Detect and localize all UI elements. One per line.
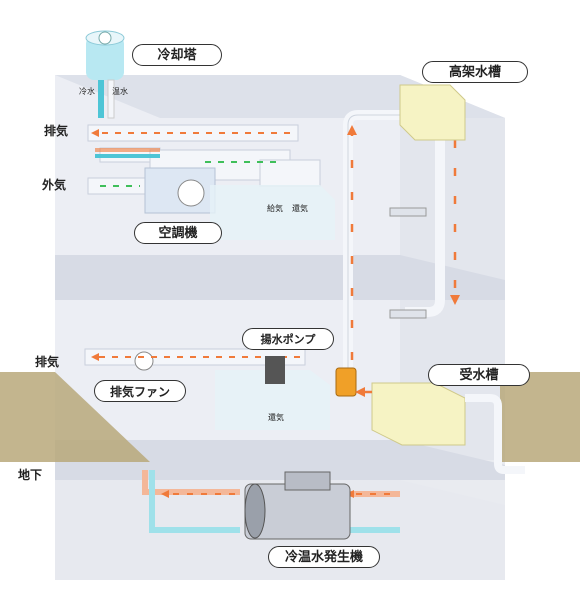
receiving-tank-unit xyxy=(371,382,525,474)
return-air-top-label: 還気 xyxy=(292,204,308,213)
chiller-label: 冷温水発生機 xyxy=(268,546,380,568)
elevated-tank-unit xyxy=(399,84,466,141)
basement-label: 地下 xyxy=(18,468,43,482)
return-air-mid-label: 還気 xyxy=(268,413,284,422)
warm-water-label: 温水 xyxy=(112,87,128,96)
supply-air-label: 給気 xyxy=(267,204,283,213)
basement-chiller-system xyxy=(142,470,400,540)
exhaust-fan-label: 排気ファン xyxy=(94,380,186,402)
exhaust-top-label: 排気 xyxy=(44,124,69,138)
outside-air-label: 外気 xyxy=(42,178,67,192)
exhaust-left-label: 排気 xyxy=(35,355,60,369)
ground-soil xyxy=(0,372,580,462)
air-handler-label: 空調機 xyxy=(134,222,222,244)
cooling-tower-label: 冷却塔 xyxy=(132,44,222,66)
cold-water-label: 冷水 xyxy=(79,87,95,96)
lift-pump-label: 揚水ポンプ xyxy=(242,328,334,350)
receiving-tank-label: 受水槽 xyxy=(428,364,530,386)
cooling-tower-unit xyxy=(85,30,125,119)
elevated-tank-label: 高架水槽 xyxy=(422,61,528,83)
lift-pump-unit xyxy=(335,367,372,397)
ducts-top-floor xyxy=(87,124,335,240)
ducts-middle-floor xyxy=(84,348,330,430)
water-riser-pipes xyxy=(343,110,460,370)
